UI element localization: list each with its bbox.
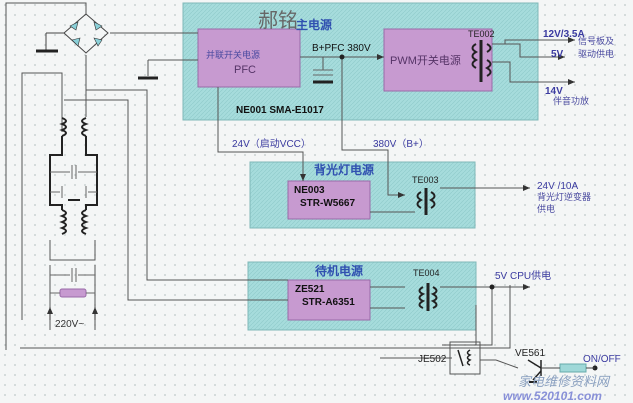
filter-capacitors xyxy=(50,165,97,282)
ne001-chip-label: NE001 SMA-E1017 xyxy=(236,105,324,116)
ze521-chip xyxy=(287,279,371,321)
bridge-rectifier-icon xyxy=(45,13,109,54)
watermark-top: 郝铭 xyxy=(258,9,298,32)
backlight-output-desc1: 背光灯逆变器 xyxy=(537,191,591,203)
ne003-line2: STR-W5667 xyxy=(300,198,355,209)
fuse-resistor xyxy=(59,288,87,298)
pwm-block-label: PWM开关电源 xyxy=(390,53,461,67)
vcc-label: 24V（启动VCC） xyxy=(232,137,311,150)
backlight-supply-title: 背光灯电源 xyxy=(314,162,374,177)
te004-label: TE004 xyxy=(413,268,440,278)
ne003-line1: NE003 xyxy=(294,185,325,196)
onoff-label: ON/OFF xyxy=(583,354,621,365)
ze521-line1: ZE521 xyxy=(295,284,325,295)
transformer-te004-icon xyxy=(418,283,438,311)
output-5v-desc: 驱动供电 xyxy=(578,48,614,60)
te003-label: TE003 xyxy=(412,175,439,185)
watermark-bottom-cn: 家电维修资料网 xyxy=(518,374,611,389)
te002-label: TE002 xyxy=(468,29,495,39)
standby-output-label: 5V CPU供电 xyxy=(495,269,551,282)
ground-icon xyxy=(36,49,333,84)
capacitor-icon xyxy=(313,69,333,76)
je502-label: JE502 xyxy=(418,354,447,365)
transformer-te003-icon xyxy=(416,188,436,215)
output-5v-label: 5V xyxy=(551,49,564,60)
junction-standby xyxy=(489,284,495,290)
ze521-line2: STR-A6351 xyxy=(302,297,355,308)
junction-bus xyxy=(339,54,345,60)
line-filter-coils xyxy=(49,117,98,235)
output-12v-desc: 信号板及 xyxy=(578,35,614,47)
pfc-block-line1: 并联开关电源 xyxy=(206,49,260,61)
pfc-block xyxy=(197,28,301,88)
output-12v-label: 12V/3.5A xyxy=(543,29,585,40)
main-supply-title: 主电源 xyxy=(296,17,332,32)
mains-label: 220V~ xyxy=(55,319,84,330)
standby-supply-title: 待机电源 xyxy=(315,263,363,278)
backlight-output-desc2: 供电 xyxy=(537,203,555,215)
bus-label: B+PFC 380V xyxy=(312,43,371,54)
onoff-resistor xyxy=(559,363,587,373)
bplus-label: 380V（B+） xyxy=(373,138,429,150)
pfc-block-line2: PFC xyxy=(234,64,256,76)
ve561-label: VE561 xyxy=(515,348,545,359)
optocoupler-je502-icon xyxy=(449,341,481,375)
output-14v-label: 14V xyxy=(545,86,563,97)
output-14v-desc: 伴音功放 xyxy=(553,95,589,107)
transformer-te002-icon xyxy=(471,40,492,82)
ne003-chip xyxy=(287,180,371,220)
pwm-block xyxy=(383,28,493,92)
watermark-bottom-url: www.520101.com xyxy=(503,389,602,403)
backlight-output-voltage: 24V /10A xyxy=(537,181,578,192)
